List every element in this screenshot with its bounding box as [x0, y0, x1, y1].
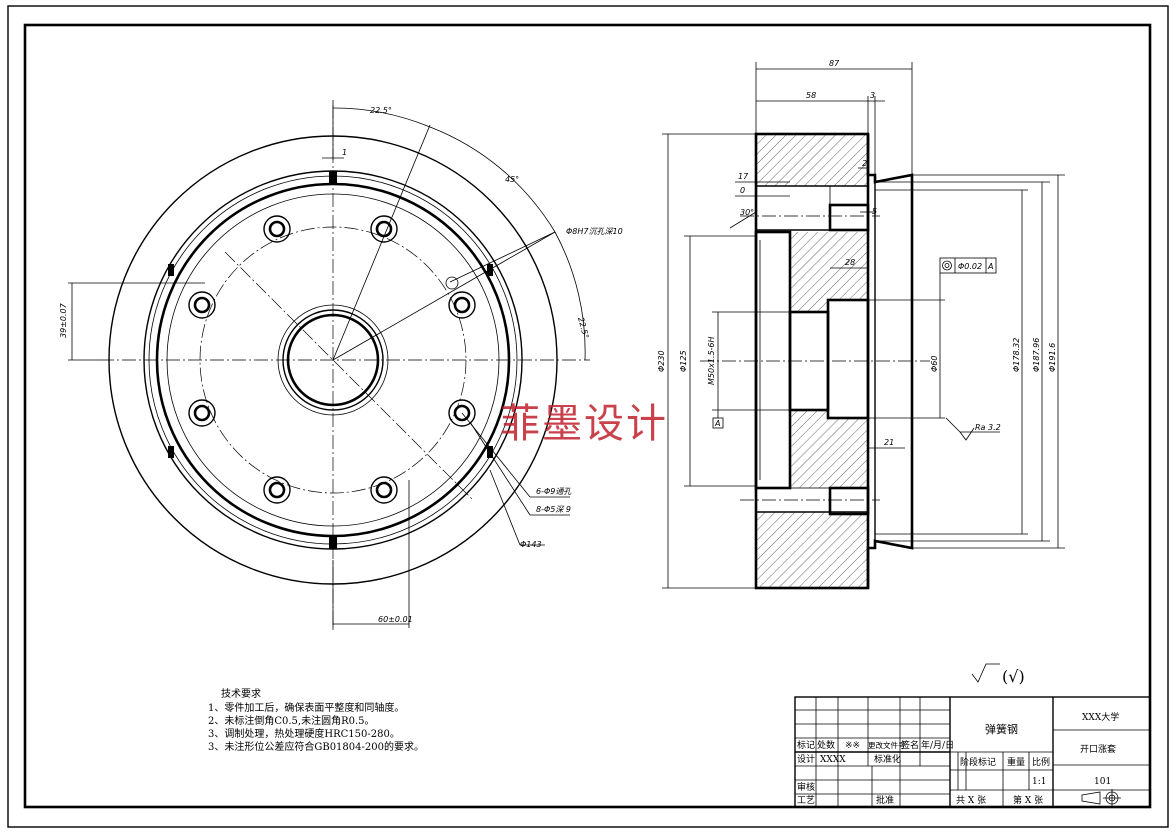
tolerance-value: Φ0.02	[958, 262, 982, 271]
watermark: 菲墨设计	[500, 401, 668, 447]
thread-dim: M50x1.5-6H	[707, 336, 716, 385]
inner-frame	[23, 23, 1152, 809]
diameter-178-dim: Φ178.32	[1012, 338, 1021, 372]
hole-square-dim: 39±0.07	[59, 302, 68, 338]
diameter-191-dim: Φ191.6	[1048, 343, 1057, 372]
weight-label: 重量	[1007, 756, 1025, 768]
concentricity-icon	[942, 260, 952, 271]
bore-diameter-dim: Φ60	[930, 356, 939, 372]
dim-5: 5	[872, 207, 877, 216]
angle-45: 45°	[505, 175, 519, 184]
tolerance-frame	[939, 257, 997, 274]
review-label: 审核	[797, 781, 815, 793]
scale-value: 1:1	[1032, 777, 1046, 787]
dim-0: 0	[740, 186, 745, 195]
header-change-doc: 更改文件号	[868, 740, 906, 750]
pin-hole-note: Φ8H7沉孔深10	[566, 227, 623, 236]
diameter-187-dim: Φ187.96	[1032, 338, 1041, 372]
tech-note-3: 3、调制处理，热处理硬度HRC150-280。	[208, 727, 400, 740]
sheet-total: 共 X 张	[956, 795, 986, 806]
material: 弹簧钢	[985, 722, 1018, 736]
dim-21: 21	[884, 438, 894, 447]
header-xx: ※※	[845, 741, 860, 751]
approve-label: 批准	[876, 794, 894, 806]
tech-note-1: 1、零件加工后，确保表面平整度和同轴度。	[208, 701, 404, 714]
header-count: 处数	[817, 739, 835, 751]
outer-frame	[7, 5, 1169, 828]
outer-diameter-dim: Φ230	[657, 350, 666, 372]
projection-symbol-icon	[1081, 791, 1101, 805]
lip-3-dim: 3	[870, 91, 875, 100]
university: XXX大学	[1082, 711, 1119, 723]
overall-length-dim: 87	[829, 59, 840, 68]
process-label: 工艺	[797, 795, 815, 806]
tolerance-datum: A	[987, 262, 993, 271]
dim-2: 2	[862, 159, 867, 168]
stage-mark-label: 阶段标记	[960, 756, 996, 768]
designer-name: XXXX	[820, 755, 846, 765]
bore-depth-dim: 28	[845, 258, 855, 267]
drawing-number: 101	[1094, 777, 1111, 787]
tech-note-2: 2、未标注倒角C0.5,未注圆角R0.5。	[208, 714, 375, 727]
roughness-value: Ra 3.2	[975, 423, 1001, 432]
tech-notes-title: 技术要求	[221, 687, 261, 700]
design-label: 设计	[797, 753, 815, 765]
ratio-label: 比例	[1032, 756, 1050, 768]
datum-label: A	[714, 419, 720, 428]
header-sign: 签名	[901, 739, 919, 751]
general-roughness-icon	[971, 663, 1000, 683]
hole-span-dim: 60±0.01	[378, 615, 413, 624]
dim-17: 17	[738, 172, 749, 181]
tech-notes: 技术要求 1、零件加工后，确保表面平整度和同轴度。 2、未标注倒角C0.5,未注…	[208, 687, 424, 753]
header-date: 年/月/日	[921, 739, 954, 751]
roughness-symbol	[945, 417, 975, 441]
sheet-number: 第 X 张	[1013, 794, 1043, 806]
pcd-dim: Φ143	[520, 540, 542, 549]
part-name: 开口涨套	[1080, 743, 1116, 755]
counterbore-note: 8-Φ5深 9	[536, 505, 571, 514]
chamfer-30-dim: 30°	[740, 208, 754, 217]
section-view: 87 58 3 17 0 30° 2 5 28 21 M50x1.5-6H Φ2…	[657, 59, 1065, 590]
shoulder-diameter-dim: Φ125	[679, 350, 688, 372]
through-hole-note: 6-Φ9通孔	[536, 487, 572, 496]
standardization-label: 标准化	[874, 753, 901, 765]
tech-note-4: 3、未注形位公差应符合GB01804-200的要求。	[208, 740, 424, 753]
bolt-holes	[188, 215, 476, 504]
front-view: 22.5° 45° 22.5° 1 39±0.07 60±0.01 Φ8H7沉孔…	[59, 100, 623, 630]
angle-22-5-right: 22.5°	[576, 316, 590, 339]
angle-22-5-top: 22.5°	[370, 106, 392, 115]
general-roughness: (√)	[1002, 667, 1025, 686]
header-mark: 标记	[797, 739, 815, 751]
title-block: 弹簧钢 XXX大学 开口涨套 101 阶段标记 重量 比例 1:1 共 X 张 …	[794, 696, 1151, 808]
slot-width-dim: 1	[342, 148, 347, 157]
depth-58-dim: 58	[806, 91, 816, 100]
